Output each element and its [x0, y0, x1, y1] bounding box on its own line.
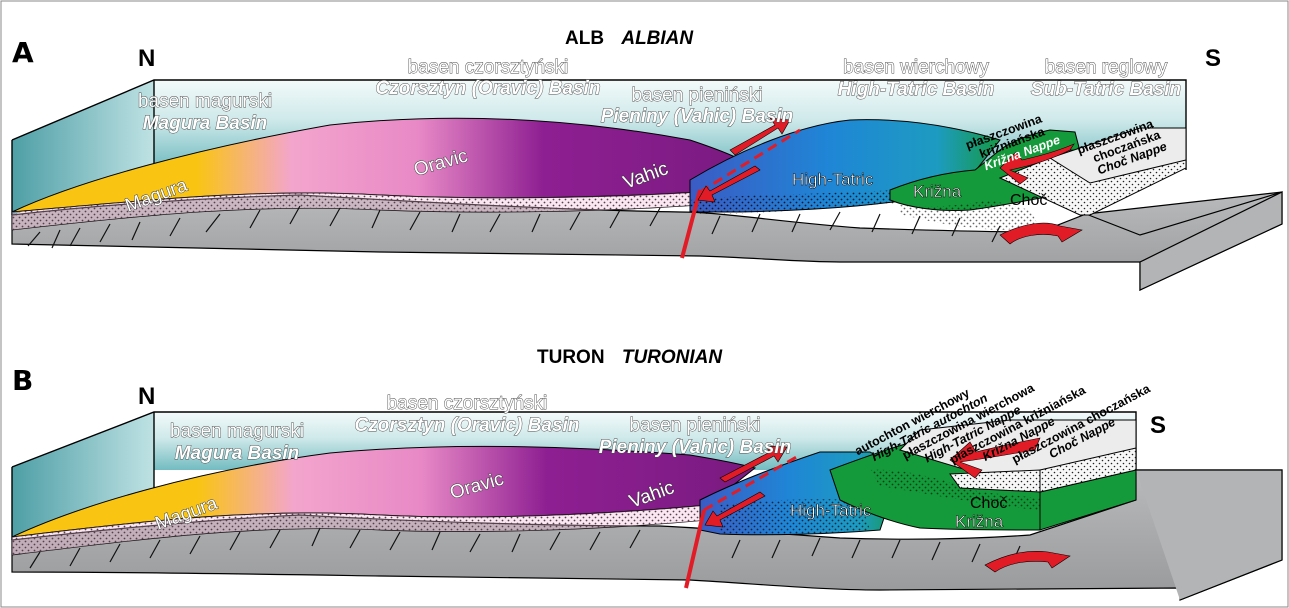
panel-b-label: B: [12, 364, 33, 397]
basin-label-czorsztyn-en-a: Czorsztyn (Oravic) Basin: [376, 78, 601, 99]
basin-label-magura-pl-a: basen magurski: [138, 91, 272, 112]
basin-label-czorsztyn-pl-a: basen czorsztyński: [408, 57, 569, 78]
basin-label-pieniny-pl-a: basen pieniński: [632, 85, 763, 106]
panel-a-title-en: ALBIAN: [620, 28, 694, 49]
basin-label-pieniny-en-a: Pieniny (Vahic) Basin: [601, 106, 794, 127]
basin-label-hightatric-pl-a: basen wierchowy: [843, 57, 989, 78]
panel-a-title-pl: ALB: [565, 28, 604, 49]
panel-a: A ALB ALBIAN N S: [12, 28, 1282, 290]
basin-label-czorsztyn-en-b: Czorsztyn (Oravic) Basin: [355, 415, 580, 436]
panel-b-title-en: TURONIAN: [622, 347, 724, 368]
unit-label-choc-b: Choč: [970, 495, 1007, 512]
panel-a-north: N: [138, 45, 155, 72]
basin-label-czorsztyn-pl-b: basen czorsztyński: [387, 393, 548, 414]
panel-b-title-pl: TURON: [537, 347, 605, 368]
basin-label-subtatric-en-a: Sub-Tatric Basin: [1031, 79, 1181, 100]
basin-label-magura-en-a: Magura Basin: [143, 113, 268, 134]
unit-label-krizna-a: Križna: [913, 182, 962, 201]
panel-b-south: S: [1150, 412, 1166, 439]
unit-label-choc-a: Choč: [1010, 192, 1047, 209]
panel-b: B TURON TURONIAN N S: [12, 310, 1282, 600]
unit-label-hightatric-b: High-Tatric: [790, 501, 872, 520]
panel-b-north: N: [138, 383, 155, 410]
panel-a-south: S: [1205, 45, 1221, 72]
panel-b-title: TURON TURONIAN: [537, 347, 723, 368]
basin-label-magura-pl-b: basen magurski: [170, 421, 304, 442]
unit-label-krizna-b: Križna: [955, 512, 1004, 531]
basin-label-magura-en-b: Magura Basin: [175, 443, 300, 464]
basin-label-subtatric-pl-a: basen reglowy: [1045, 57, 1168, 78]
unit-label-hightatric-a: High-Tatric: [792, 170, 874, 189]
panel-a-title: ALB ALBIAN: [565, 28, 694, 49]
basin-label-pieniny-en-b: Pieniny (Vahic) Basin: [599, 437, 792, 458]
basin-label-pieniny-pl-b: basen pieniński: [630, 415, 761, 436]
panel-a-label: A: [12, 36, 34, 69]
basin-label-hightatric-en-a: High-Tatric Basin: [838, 79, 995, 100]
